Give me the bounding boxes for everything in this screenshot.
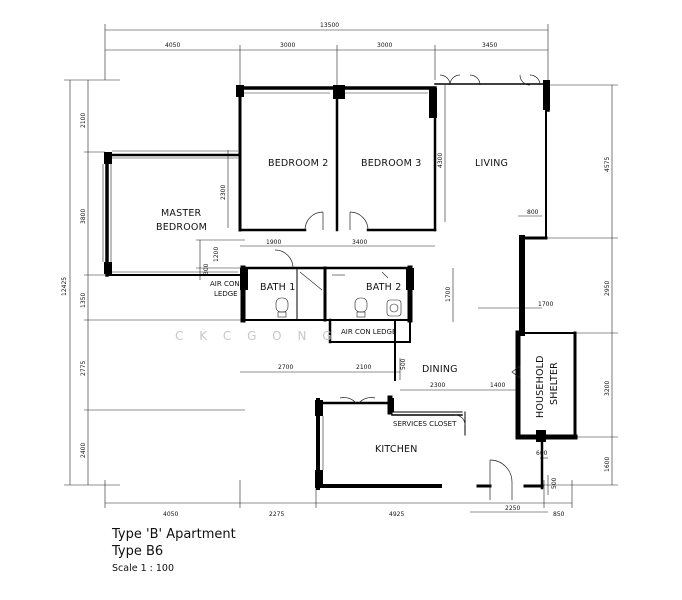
- dim-right-3: 3200: [604, 381, 611, 396]
- dim-1400: 1400: [490, 382, 505, 389]
- dim-left-4: 2775: [80, 361, 87, 376]
- label-master-2: BEDROOM: [156, 222, 207, 233]
- dim-left-inner-2: 300: [203, 263, 210, 275]
- dim-left-1: 2100: [80, 113, 87, 128]
- label-kitchen: KITCHEN: [375, 444, 418, 455]
- dim-2300: 2300: [220, 185, 227, 200]
- dim-bottom-3: 4925: [389, 511, 404, 518]
- dim-left-inner-1: 1200: [213, 247, 220, 262]
- dim-bottom-2: 2275: [269, 511, 284, 518]
- walls: [105, 82, 578, 490]
- dim-left-2: 3800: [80, 209, 87, 224]
- dim-2700: 2700: [278, 364, 293, 371]
- windows: [102, 92, 428, 470]
- watermark: C K C G O N G: [175, 329, 338, 343]
- caption-scale: Scale 1 : 100: [112, 563, 174, 574]
- label-shelter-1: HOUSEHOLD: [535, 355, 546, 418]
- dim-top-4: 3450: [482, 42, 497, 49]
- dim-800: 800: [527, 209, 539, 216]
- dim-2250: 2250: [505, 505, 520, 512]
- label-bath-1: BATH 1: [260, 282, 296, 293]
- dimension-lines: [64, 24, 618, 513]
- dim-top-3: 3000: [377, 42, 392, 49]
- label-bedroom-3: BEDROOM 3: [361, 158, 421, 169]
- dim-1700-v: 1700: [445, 287, 452, 302]
- dim-right-2: 2950: [604, 281, 611, 296]
- label-aircon-ledge-1b: LEDGE: [214, 290, 238, 298]
- label-shelter-2: SHELTER: [549, 362, 560, 405]
- label-aircon-ledge-2: AIR CON LEDGE: [341, 328, 396, 336]
- dim-top-1: 4050: [165, 42, 180, 49]
- caption-unit-type: Type B6: [112, 544, 164, 559]
- doors: [274, 74, 541, 500]
- label-aircon-ledge-1a: AIR CON: [210, 280, 240, 288]
- dim-2300-b: 2300: [430, 382, 445, 389]
- label-services-closet: SERVICES CLOSET: [393, 420, 457, 428]
- dim-right-4: 1600: [604, 457, 611, 472]
- caption-apartment-type: Type 'B' Apartment: [112, 527, 236, 542]
- dim-top-total: 13500: [320, 22, 339, 29]
- dim-3400: 3400: [352, 239, 367, 246]
- dim-500-b: 500: [551, 477, 558, 489]
- dim-500-a: 500: [400, 358, 407, 370]
- plan-captions: Type 'B' Apartment Type B6 Scale 1 : 100: [112, 526, 236, 577]
- dim-1700-h: 1700: [538, 301, 553, 308]
- dim-left-total: 12425: [61, 277, 68, 296]
- bath-fixtures: [275, 271, 402, 318]
- dim-left-5: 2400: [80, 443, 87, 458]
- dim-600: 600: [536, 450, 548, 457]
- label-bedroom-2: BEDROOM 2: [268, 158, 328, 169]
- room-labels: BEDROOM 2 BEDROOM 3 LIVING MASTER BEDROO…: [156, 158, 560, 455]
- label-dining: DINING: [422, 364, 458, 375]
- dim-top-2: 3000: [280, 42, 295, 49]
- wall-columns: [104, 80, 550, 488]
- dim-1900: 1900: [266, 239, 281, 246]
- dim-bottom-4: 850: [553, 511, 565, 518]
- label-bath-2: BATH 2: [366, 282, 402, 293]
- dimension-labels: 13500 4050 3000 3000 3450 4050 2275 4925…: [61, 22, 611, 518]
- label-master-1: MASTER: [161, 208, 202, 219]
- dim-right-1: 4575: [604, 157, 611, 172]
- dim-left-3: 1350: [80, 293, 87, 308]
- label-living: LIVING: [475, 158, 508, 169]
- dim-4300: 4300: [437, 153, 444, 168]
- dim-2100: 2100: [356, 364, 371, 371]
- dim-bottom-1: 4050: [163, 511, 178, 518]
